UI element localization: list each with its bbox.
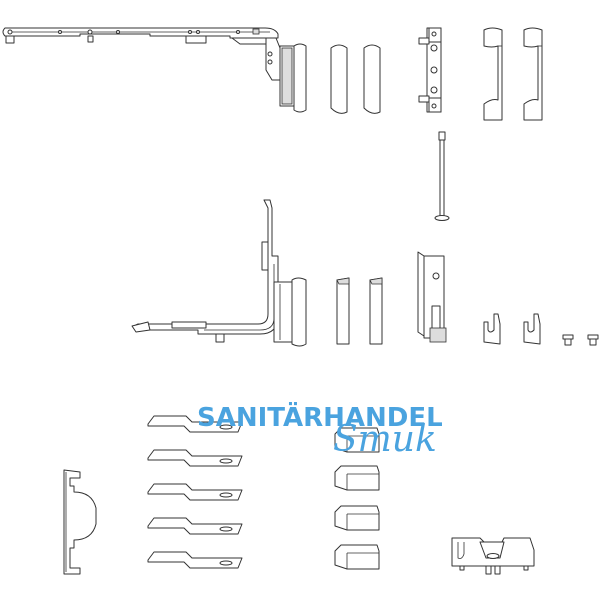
- hinge-pin: [432, 130, 452, 222]
- spacer-plate-4: [146, 514, 246, 542]
- top-hinge-cover-cap-1: [329, 44, 351, 116]
- end-cap-1: [333, 426, 381, 456]
- corner-bearing: [272, 277, 316, 348]
- small-screw-1: [562, 334, 576, 346]
- end-cap-2: [333, 464, 381, 494]
- locking-block: [450, 534, 536, 578]
- clip-1: [482, 312, 506, 348]
- top-hinge-cover-1: [482, 26, 506, 122]
- side-plate: [58, 468, 104, 578]
- small-screw-2: [587, 334, 600, 346]
- spacer-plate-5: [146, 548, 246, 576]
- top-scissor-arm: [0, 20, 300, 120]
- top-hinge-cover-2: [522, 26, 546, 122]
- top-hinge-bearing: [278, 43, 318, 114]
- corner-hinge-bracket: [414, 250, 454, 346]
- top-hinge-cover-cap-2: [362, 44, 384, 116]
- top-hinge-bracket: [417, 26, 453, 116]
- clip-2: [522, 312, 546, 348]
- spacer-plate-2: [146, 446, 246, 474]
- end-cap-4: [333, 543, 381, 573]
- end-cap-3: [333, 504, 381, 534]
- corner-cover-cap-1: [335, 276, 353, 346]
- spacer-plate-1: [146, 412, 246, 440]
- spacer-plate-3: [146, 480, 246, 508]
- corner-cover-cap-2: [368, 276, 386, 346]
